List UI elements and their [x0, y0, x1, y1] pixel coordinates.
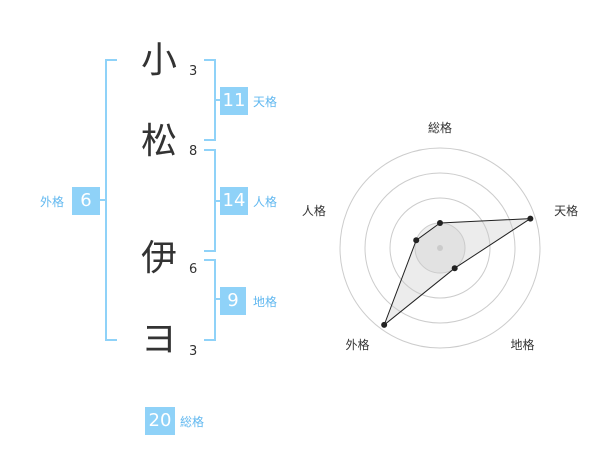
radar-point: [437, 220, 443, 226]
radar-axis-label: 人格: [302, 203, 326, 218]
name-char-3: 伊: [141, 238, 178, 279]
jinkaku-connector: [214, 200, 220, 202]
chikaku-connector: [214, 298, 220, 300]
stroke-count-4: 3: [189, 344, 198, 359]
radar-ring: [339, 147, 541, 349]
radar-point: [451, 265, 458, 272]
chikaku-label: 地格: [253, 295, 278, 309]
tenkaku-badge: 11: [220, 87, 248, 115]
stroke-count-1: 3: [189, 64, 198, 79]
radar-polygon: [383, 218, 533, 327]
tenkaku-connector: [214, 99, 220, 101]
chikaku-badge: 9: [220, 287, 246, 315]
stroke-count-3: 6: [189, 262, 198, 277]
soukaku-badge: 20: [145, 407, 175, 435]
radar-axis-label: 地格: [511, 337, 535, 352]
name-char-2: 松: [141, 121, 178, 162]
jinkaku-badge: 14: [220, 187, 248, 215]
radar-ring: [364, 172, 516, 324]
jinkaku-label: 人格: [253, 195, 278, 209]
tenkaku-label: 天格: [253, 95, 278, 109]
radar-axis-label: 総格: [428, 120, 452, 135]
radar-center: [437, 245, 443, 251]
soukaku-label: 総格: [180, 415, 205, 429]
radar-ring: [389, 197, 491, 299]
radar-axis-label: 外格: [345, 337, 369, 352]
stroke-count-2: 8: [189, 144, 198, 159]
radar-point: [381, 321, 388, 328]
gaikaku-connector: [99, 199, 107, 201]
chikaku-bracket: [204, 259, 216, 341]
name-char-4: ヨ: [141, 319, 178, 360]
name-char-1: 小: [141, 40, 178, 81]
gaikaku-label: 外格: [40, 195, 65, 209]
gaikaku-badge: 6: [72, 187, 100, 215]
radar-axis-label: 天格: [554, 203, 578, 218]
radar-point: [527, 215, 534, 222]
radar-point: [413, 237, 420, 244]
